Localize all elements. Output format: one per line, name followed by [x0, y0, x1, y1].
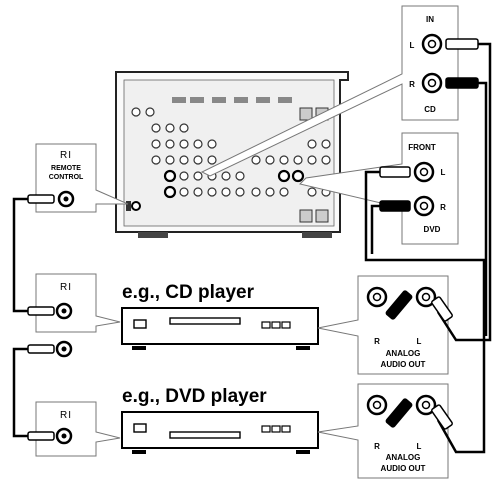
remote-control-label-1: REMOTE — [51, 165, 81, 172]
dvd-input-callout: FRONT L R DVD — [299, 132, 459, 245]
cd-out-right-label: R — [374, 337, 380, 346]
dvd-out-label-2: AUDIO OUT — [381, 464, 426, 473]
dvd-analog-out-callout: R L ANALOG AUDIO OUT — [317, 383, 449, 479]
cd-out-left-label: L — [417, 337, 422, 346]
remote-control-label-2: CONTROL — [49, 174, 84, 181]
dvd-player-caption: e.g., DVD player — [122, 386, 267, 407]
dvd-input-left-label: L — [441, 168, 446, 177]
audio-cable-dvd — [364, 170, 486, 454]
cd-ri-callout: RI — [35, 273, 121, 358]
cd-player — [121, 307, 319, 350]
cd-player-caption: e.g., CD player — [122, 282, 255, 303]
dvd-input-title: FRONT — [408, 143, 436, 152]
cd-analog-out-callout: R L ANALOG AUDIO OUT — [317, 275, 449, 375]
dvd-out-right-label: R — [374, 442, 380, 451]
amp-ri-symbol: RI — [60, 150, 72, 161]
amplifier-rear-panel — [115, 71, 349, 238]
cd-input-right-label: R — [409, 80, 415, 89]
audio-cable-cd — [436, 42, 492, 342]
ri-plugs — [27, 194, 55, 441]
dvd-player — [121, 411, 319, 454]
rca-plugs — [379, 38, 479, 430]
cd-out-label-2: AUDIO OUT — [381, 360, 426, 369]
cd-input-title: IN — [426, 15, 434, 24]
cd-ri-symbol: RI — [60, 282, 72, 293]
dvd-out-left-label: L — [417, 442, 422, 451]
cd-input-name: CD — [424, 105, 436, 114]
cd-input-left-label: L — [410, 41, 415, 50]
dvd-ri-callout: RI — [35, 401, 121, 457]
cd-out-label-1: ANALOG — [386, 349, 421, 358]
amp-ri-callout: RI REMOTE CONTROL — [35, 143, 129, 213]
dvd-out-label-1: ANALOG — [386, 453, 421, 462]
dvd-ri-symbol: RI — [60, 410, 72, 421]
dvd-input-right-label: R — [440, 203, 446, 212]
dvd-input-name: DVD — [424, 225, 441, 234]
